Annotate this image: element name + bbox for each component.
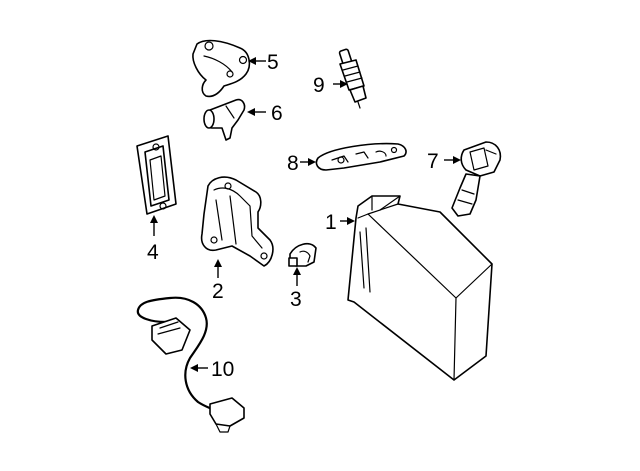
- part-9-spark-plug: [338, 48, 367, 109]
- callout-6: 6: [271, 102, 283, 125]
- part-10-sensor-harness: [136, 296, 245, 433]
- arrow-3: [293, 267, 301, 275]
- arrow-10: [190, 364, 198, 372]
- callout-1: 1: [325, 211, 337, 234]
- callout-8: 8: [287, 152, 299, 175]
- part-4-gasket: [136, 135, 177, 215]
- callout-leaders: [150, 57, 461, 372]
- arrow-1: [347, 217, 355, 225]
- part-2-bracket: [200, 176, 274, 267]
- callout-9: 9: [313, 74, 325, 97]
- arrow-2: [214, 259, 222, 267]
- arrow-8: [308, 158, 316, 166]
- callout-10: 10: [211, 358, 234, 381]
- part-3-clip: [288, 242, 317, 267]
- part-8-module: [315, 142, 407, 171]
- callout-4: 4: [147, 241, 159, 264]
- callout-3: 3: [290, 288, 302, 311]
- arrow-5: [248, 57, 256, 65]
- part-1-ecm: [347, 195, 493, 381]
- callout-5: 5: [267, 51, 279, 74]
- arrow-7: [453, 156, 461, 164]
- part-7-ignition-coil: [451, 141, 502, 217]
- arrow-4: [150, 215, 158, 223]
- part-6-sensor: [203, 98, 246, 141]
- part-5-bracket: [192, 39, 251, 98]
- callout-labels: 5 9 6 8 7 1 4 2 3 10: [147, 51, 439, 381]
- callout-2: 2: [212, 280, 224, 303]
- arrow-6: [247, 108, 255, 116]
- callout-7: 7: [427, 150, 439, 173]
- arrow-9: [340, 80, 348, 88]
